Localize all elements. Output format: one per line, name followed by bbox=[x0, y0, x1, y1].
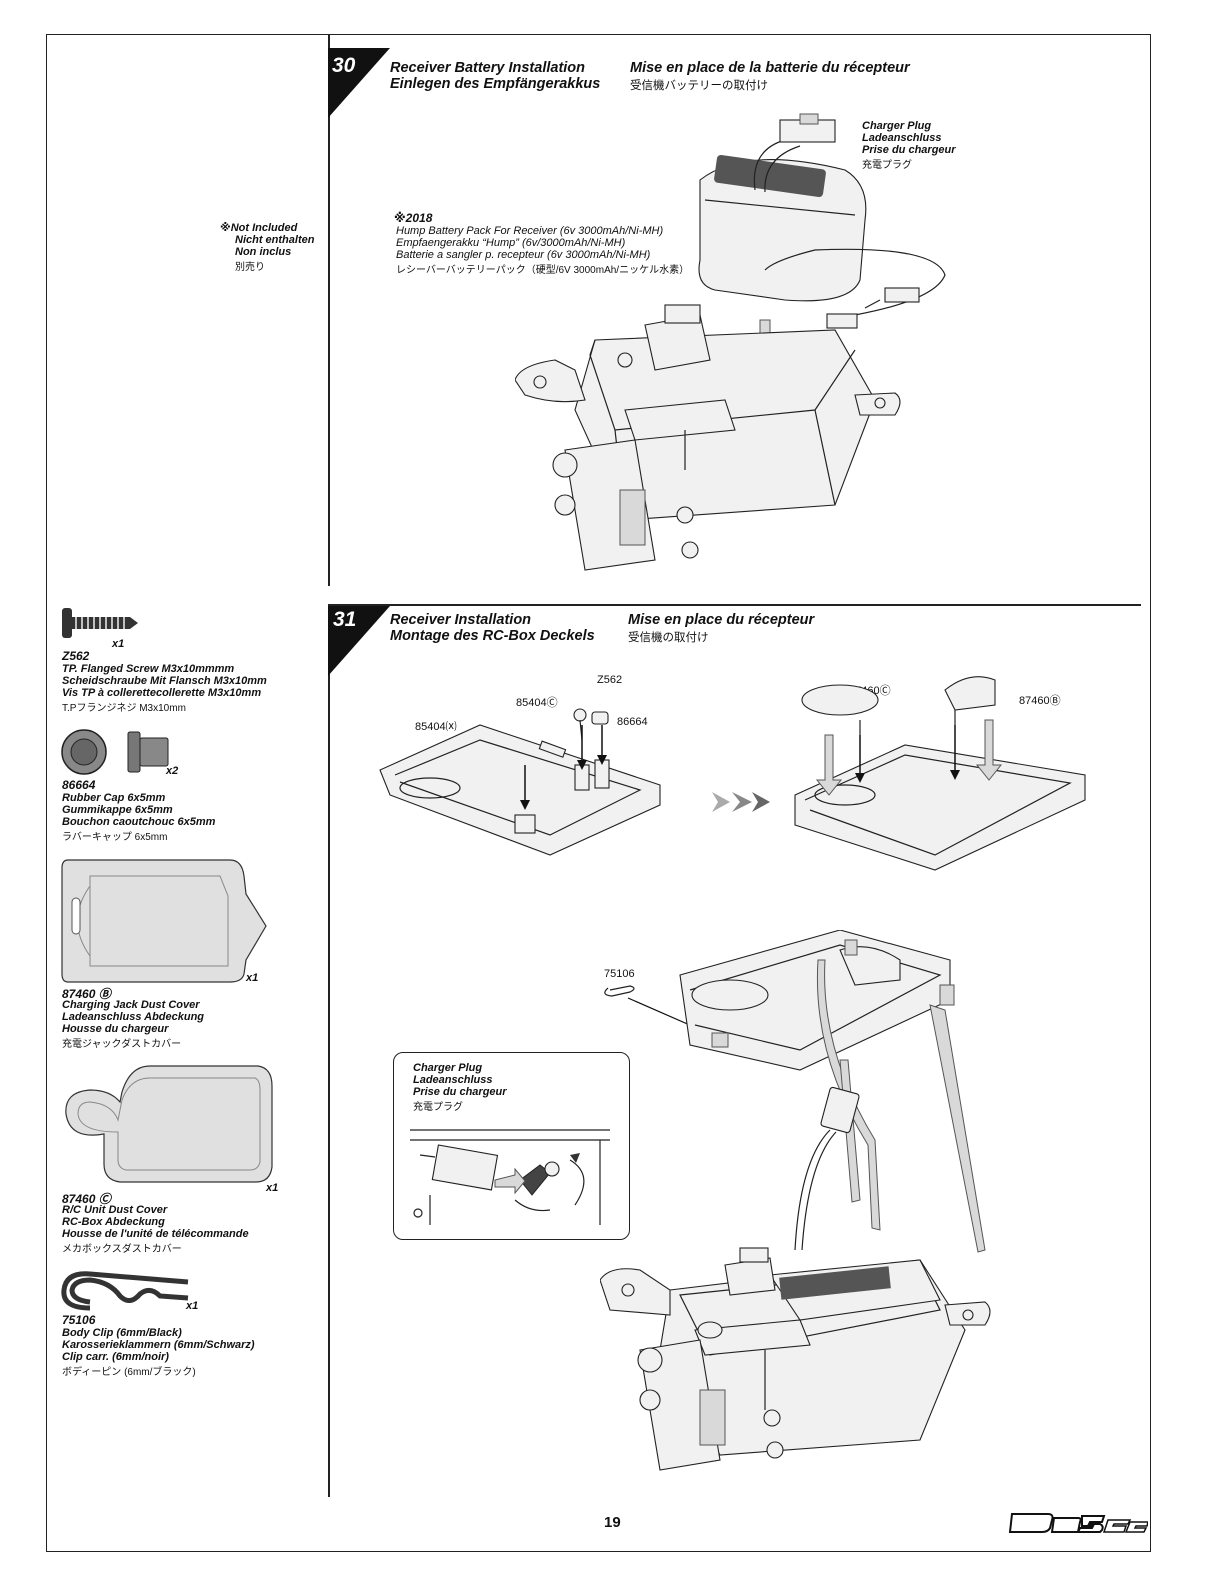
86664-part-number: 86664 bbox=[62, 778, 96, 792]
column-divider-top bbox=[328, 34, 330, 586]
87460b-part-number: 87460 Ⓑ bbox=[62, 987, 111, 1001]
charger-plug-inset bbox=[393, 1052, 630, 1240]
charger-plug-jp: 充電プラグ bbox=[862, 160, 912, 171]
step-31-title-en: Receiver Installation bbox=[390, 612, 532, 628]
screw-z562-icon bbox=[62, 608, 138, 638]
75106-desc-en: Body Clip (6mm/Black) bbox=[62, 1327, 182, 1339]
step-30-title-de: Einlegen des Empfängerakkus bbox=[390, 76, 601, 92]
87460c-desc-fr: Housse de l'unité de télécommande bbox=[62, 1228, 249, 1240]
column-divider-bottom bbox=[328, 604, 330, 1497]
label-85404-c: 85404Ⓒ bbox=[516, 697, 558, 709]
87460c-desc-en: R/C Unit Dust Cover bbox=[62, 1204, 168, 1216]
page-number: 19 bbox=[604, 1514, 621, 1531]
not-included-en: ※Not Included bbox=[220, 222, 298, 234]
brand-logo bbox=[1008, 1508, 1149, 1534]
label-75106: 75106 bbox=[604, 968, 635, 980]
not-included-de: Nicht enthalten bbox=[235, 234, 315, 246]
z562-desc-de: Scheidschraube Mit Flansch M3x10mm bbox=[62, 675, 267, 687]
rubber-cap-86664-icon bbox=[61, 729, 169, 775]
75106-qty: x1 bbox=[186, 1300, 199, 1312]
87460b-qty: x1 bbox=[246, 972, 259, 984]
step-30-number: 30 bbox=[332, 54, 356, 77]
87460c-qty: x1 bbox=[266, 1182, 279, 1194]
z562-desc-en: TP. Flanged Screw M3x10mmmm bbox=[62, 663, 235, 675]
75106-part-number: 75106 bbox=[62, 1313, 96, 1327]
charger-plug-fr: Prise du chargeur bbox=[862, 144, 956, 156]
battery-desc-de: Empfaengerakku “Hump” (6v/3000mAh/Ni-MH) bbox=[396, 237, 626, 249]
battery-desc-jp: レシーバーバッテリーパック（硬型/6V 3000mAh/ニッケル水素） bbox=[396, 265, 690, 276]
87460b-desc-en: Charging Jack Dust Cover bbox=[62, 999, 200, 1011]
86664-desc-en: Rubber Cap 6x5mm bbox=[62, 792, 166, 804]
rc-unit-cover-icon bbox=[65, 1065, 273, 1183]
label-87460-b: 87460Ⓑ bbox=[1019, 695, 1061, 707]
transition-arrow-icon bbox=[712, 792, 770, 812]
z562-part-number: Z562 bbox=[62, 649, 90, 663]
inset-illustration bbox=[410, 1129, 610, 1225]
label-85404-d: 85404⒳ bbox=[415, 721, 457, 733]
charger-plug-de: Ladeanschluss bbox=[862, 132, 942, 144]
charger-plug-en: Charger Plug bbox=[862, 120, 932, 132]
inset-charger-plug-en: Charger Plug bbox=[413, 1062, 483, 1074]
step-31-lid-parts bbox=[379, 708, 661, 856]
75106-desc-jp: ボディーピン (6mm/ブラック) bbox=[62, 1367, 196, 1378]
87460c-desc-de: RC-Box Abdeckung bbox=[62, 1216, 165, 1228]
step-30-illustration bbox=[515, 113, 946, 571]
z562-desc-jp: T.Pフランジネジ M3x10mm bbox=[62, 703, 186, 714]
step-divider bbox=[328, 604, 1141, 606]
86664-desc-jp: ラバーキャップ 6x5mm bbox=[62, 832, 168, 843]
step-31-final-assembly bbox=[600, 930, 991, 1471]
step-31-title-fr: Mise en place du récepteur bbox=[628, 612, 815, 628]
87460b-desc-de: Ladeanschluss Abdeckung bbox=[62, 1011, 205, 1023]
inset-charger-plug-jp: 充電プラグ bbox=[413, 1102, 463, 1113]
75106-desc-fr: Clip carr. (6mm/noir) bbox=[62, 1351, 169, 1363]
battery-desc-en: Hump Battery Pack For Receiver (6v 3000m… bbox=[396, 225, 664, 237]
step-31-title-de: Montage des RC-Box Deckels bbox=[390, 628, 595, 644]
step-31-badge bbox=[328, 606, 390, 676]
87460b-desc-jp: 充電ジャックダストカバー bbox=[62, 1039, 182, 1050]
87460c-desc-jp: メカボックスダストカバー bbox=[62, 1244, 182, 1255]
label-86664-a: 86664 bbox=[617, 716, 648, 728]
87460b-desc-fr: Housse du chargeur bbox=[62, 1023, 169, 1035]
step-31-number: 31 bbox=[333, 608, 357, 631]
86664-qty: x2 bbox=[166, 765, 179, 777]
87460c-part-number: 87460 Ⓒ bbox=[62, 1192, 111, 1206]
step-30-title-en: Receiver Battery Installation bbox=[390, 60, 586, 76]
inset-charger-plug-fr: Prise du chargeur bbox=[413, 1086, 507, 1098]
not-included-jp: 別売り bbox=[235, 262, 265, 273]
86664-desc-fr: Bouchon caoutchouc 6x5mm bbox=[62, 816, 216, 828]
z562-desc-fr: Vis TP à collerettecollerette M3x10mm bbox=[62, 687, 262, 699]
step-30-badge bbox=[328, 48, 390, 118]
label-z562: Z562 bbox=[597, 674, 623, 686]
charging-jack-cover-icon bbox=[61, 859, 267, 983]
not-included-fr: Non inclus bbox=[235, 246, 292, 258]
body-clip-75106-icon bbox=[61, 1271, 189, 1311]
step-30-title-jp: 受信機バッテリーの取付け bbox=[630, 80, 768, 92]
inset-charger-plug-de: Ladeanschluss bbox=[413, 1074, 493, 1086]
step-30-title-fr: Mise en place de la batterie du récepteu… bbox=[630, 60, 910, 76]
battery-part-number: ※2018 bbox=[394, 211, 433, 225]
z562-qty: x1 bbox=[112, 638, 125, 650]
step-31-covers bbox=[794, 676, 1086, 871]
battery-desc-fr: Batterie a sangler p. recepteur (6v 3000… bbox=[396, 249, 651, 261]
page-frame bbox=[46, 34, 1151, 1552]
86664-desc-de: Gummikappe 6x5mm bbox=[62, 804, 173, 816]
step-31-title-jp: 受信機の取付け bbox=[628, 632, 709, 644]
75106-desc-de: Karosserieklammern (6mm/Schwarz) bbox=[62, 1339, 255, 1351]
